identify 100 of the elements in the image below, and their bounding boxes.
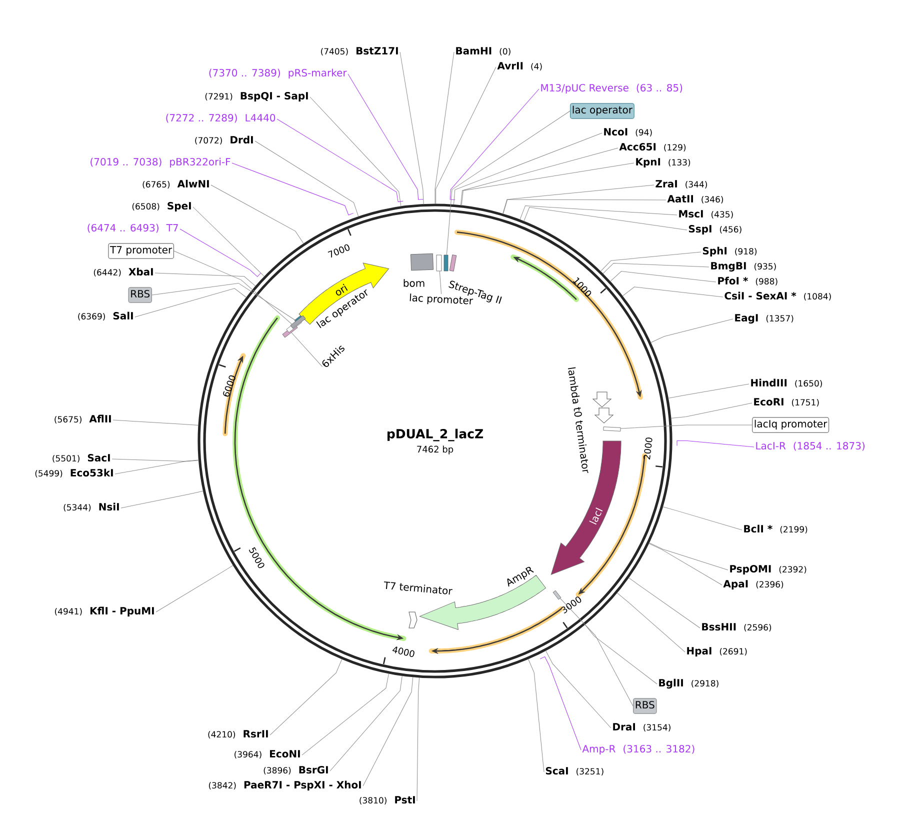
feature-box: T7 promoter (108, 243, 174, 259)
feature-box: RBS (128, 287, 152, 303)
site-label: (6508) SpeI (132, 202, 191, 212)
leader-line (434, 52, 454, 204)
leader-line (600, 252, 702, 272)
site-label: BmgBI (935) (711, 262, 776, 272)
site-label: (5501) SacI (52, 454, 110, 463)
leader-line (545, 650, 612, 728)
leader-line (180, 228, 262, 277)
leader-line (460, 148, 618, 206)
site-label: (7072) DrdI (195, 136, 253, 145)
site-label: (6442) XbaI (94, 268, 153, 277)
leader-line (114, 460, 200, 474)
leader-line (650, 318, 734, 343)
leader-line (112, 458, 200, 462)
site-label: (4210) RsrII (208, 730, 268, 739)
site-label: (5499) Eco53kI (35, 468, 113, 478)
primer-label: (7019 .. 7038) pBR322ori-F (90, 158, 230, 168)
leader-line (210, 184, 304, 244)
leader-line (528, 658, 544, 772)
tick-label: 4000 (392, 646, 414, 658)
site-label: BamHI (0) (456, 47, 510, 56)
leader-line (502, 199, 666, 214)
map-title: pDUAL_2_lacZ (388, 428, 484, 442)
primer-label: (7272 .. 7289) L4440 (166, 114, 276, 123)
site-label: (4941) KflI - PpuMI (55, 606, 154, 616)
site-label: BssHII (2596) (702, 623, 772, 632)
site-label: SphI (918) (702, 246, 757, 256)
feature-box: RBS (633, 698, 657, 714)
leader-line (232, 162, 354, 216)
leader-line (446, 110, 570, 256)
leader-line (439, 270, 442, 294)
tick-label: 6000 (223, 375, 236, 397)
feature-marker (436, 254, 442, 272)
length-label: 7462 bp (417, 446, 454, 454)
feature-box: lac operator (570, 103, 634, 119)
site-label: SspI (456) (688, 224, 742, 234)
site-label: DraI (3154) (613, 723, 670, 732)
leader-line (560, 598, 634, 706)
leader-line (254, 140, 359, 217)
leader-line (330, 675, 402, 772)
feature-label: T7 terminator (384, 581, 452, 595)
leader-line (112, 420, 199, 426)
site-label: (6765) AlwNI (142, 180, 209, 189)
site-label: Acc65I (129) (619, 142, 686, 152)
leader-line (662, 506, 742, 530)
site-label: (3896) BsrGI (264, 766, 328, 775)
leader-line (616, 592, 686, 652)
feature-marker (552, 590, 562, 600)
site-label: BclI * (2199) (744, 524, 808, 534)
site-label: PfoI * (988) (718, 276, 778, 286)
leader-line (502, 184, 654, 214)
leader-line (400, 52, 424, 205)
site-label: CsiI - SexAI * (1084) (724, 292, 831, 301)
leader-line (134, 288, 247, 318)
site-label: EcoRI (1751) (754, 398, 819, 407)
primer-label: (6474 .. 6493) T7 (88, 224, 178, 233)
leader-line (450, 88, 540, 200)
leader-line (348, 74, 424, 200)
site-label: PspOMI (2392) (730, 564, 806, 574)
leader-line (453, 132, 602, 205)
leader-line (620, 424, 752, 429)
leader-line (524, 207, 688, 230)
primer-label: (7370 .. 7389) pRS-marker (209, 68, 347, 78)
site-label: ApaI (2396) (723, 580, 784, 590)
leader-line (461, 162, 634, 206)
site-label: (3810) PstI (360, 796, 415, 805)
leader-line (622, 286, 724, 298)
leader-line (416, 677, 420, 802)
leader-line (120, 490, 204, 508)
leader-line (291, 332, 323, 367)
site-label: (5675) AflII (54, 414, 111, 424)
site-label: (7405) BstZ17I (321, 47, 398, 56)
leader-line (174, 250, 293, 325)
leader-line (670, 402, 752, 418)
leader-line (156, 565, 234, 612)
leader-line (192, 206, 265, 277)
leader-line (152, 282, 296, 321)
site-label: HindIII (1650) (751, 378, 822, 388)
primer-label: M13/pUC Reverse (63 .. 85) (541, 84, 682, 94)
site-label: NcoI (94) (604, 128, 652, 137)
site-label: (5344) NsiI (64, 502, 119, 512)
feature-marker (603, 426, 621, 432)
site-label: KpnI (133) (636, 158, 690, 168)
leader-line (648, 543, 722, 586)
leader-line (628, 577, 700, 628)
primer-label: LacI-R (1854 .. 1873) (756, 442, 864, 451)
site-label: MscI (435) (679, 210, 733, 219)
leader-line (520, 205, 678, 220)
site-label: (3964) EcoNI (234, 750, 300, 759)
leader-line (276, 118, 404, 202)
leader-line (668, 384, 750, 398)
site-label: HpaI (2691) (687, 647, 747, 656)
leader-line (270, 658, 342, 736)
leader-line (584, 624, 658, 684)
site-label: ScaI (3251) (546, 766, 604, 776)
leader-line (648, 542, 728, 570)
leader-line (610, 271, 716, 282)
leader-line (540, 656, 582, 750)
site-label: AvrII (4) (497, 62, 542, 71)
